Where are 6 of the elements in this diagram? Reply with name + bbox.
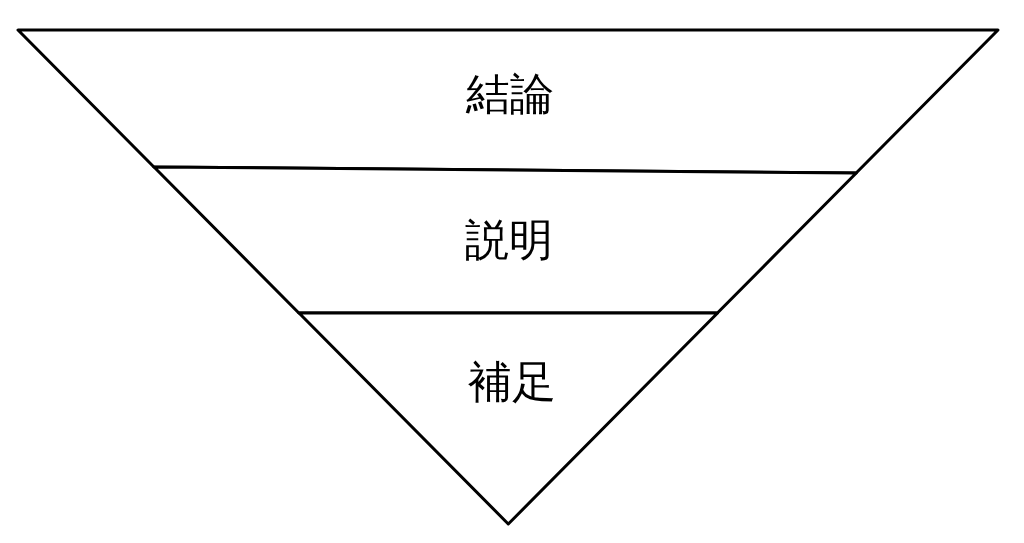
- inverted-triangle-tier: [151, 165, 859, 315]
- tier-label: 結論: [466, 69, 554, 119]
- inverted-triangle-tier: [296, 311, 720, 526]
- inverted-triangle-tier: [16, 28, 1000, 175]
- tier-label: 補足: [468, 357, 556, 407]
- tier-label: 説明: [465, 215, 553, 265]
